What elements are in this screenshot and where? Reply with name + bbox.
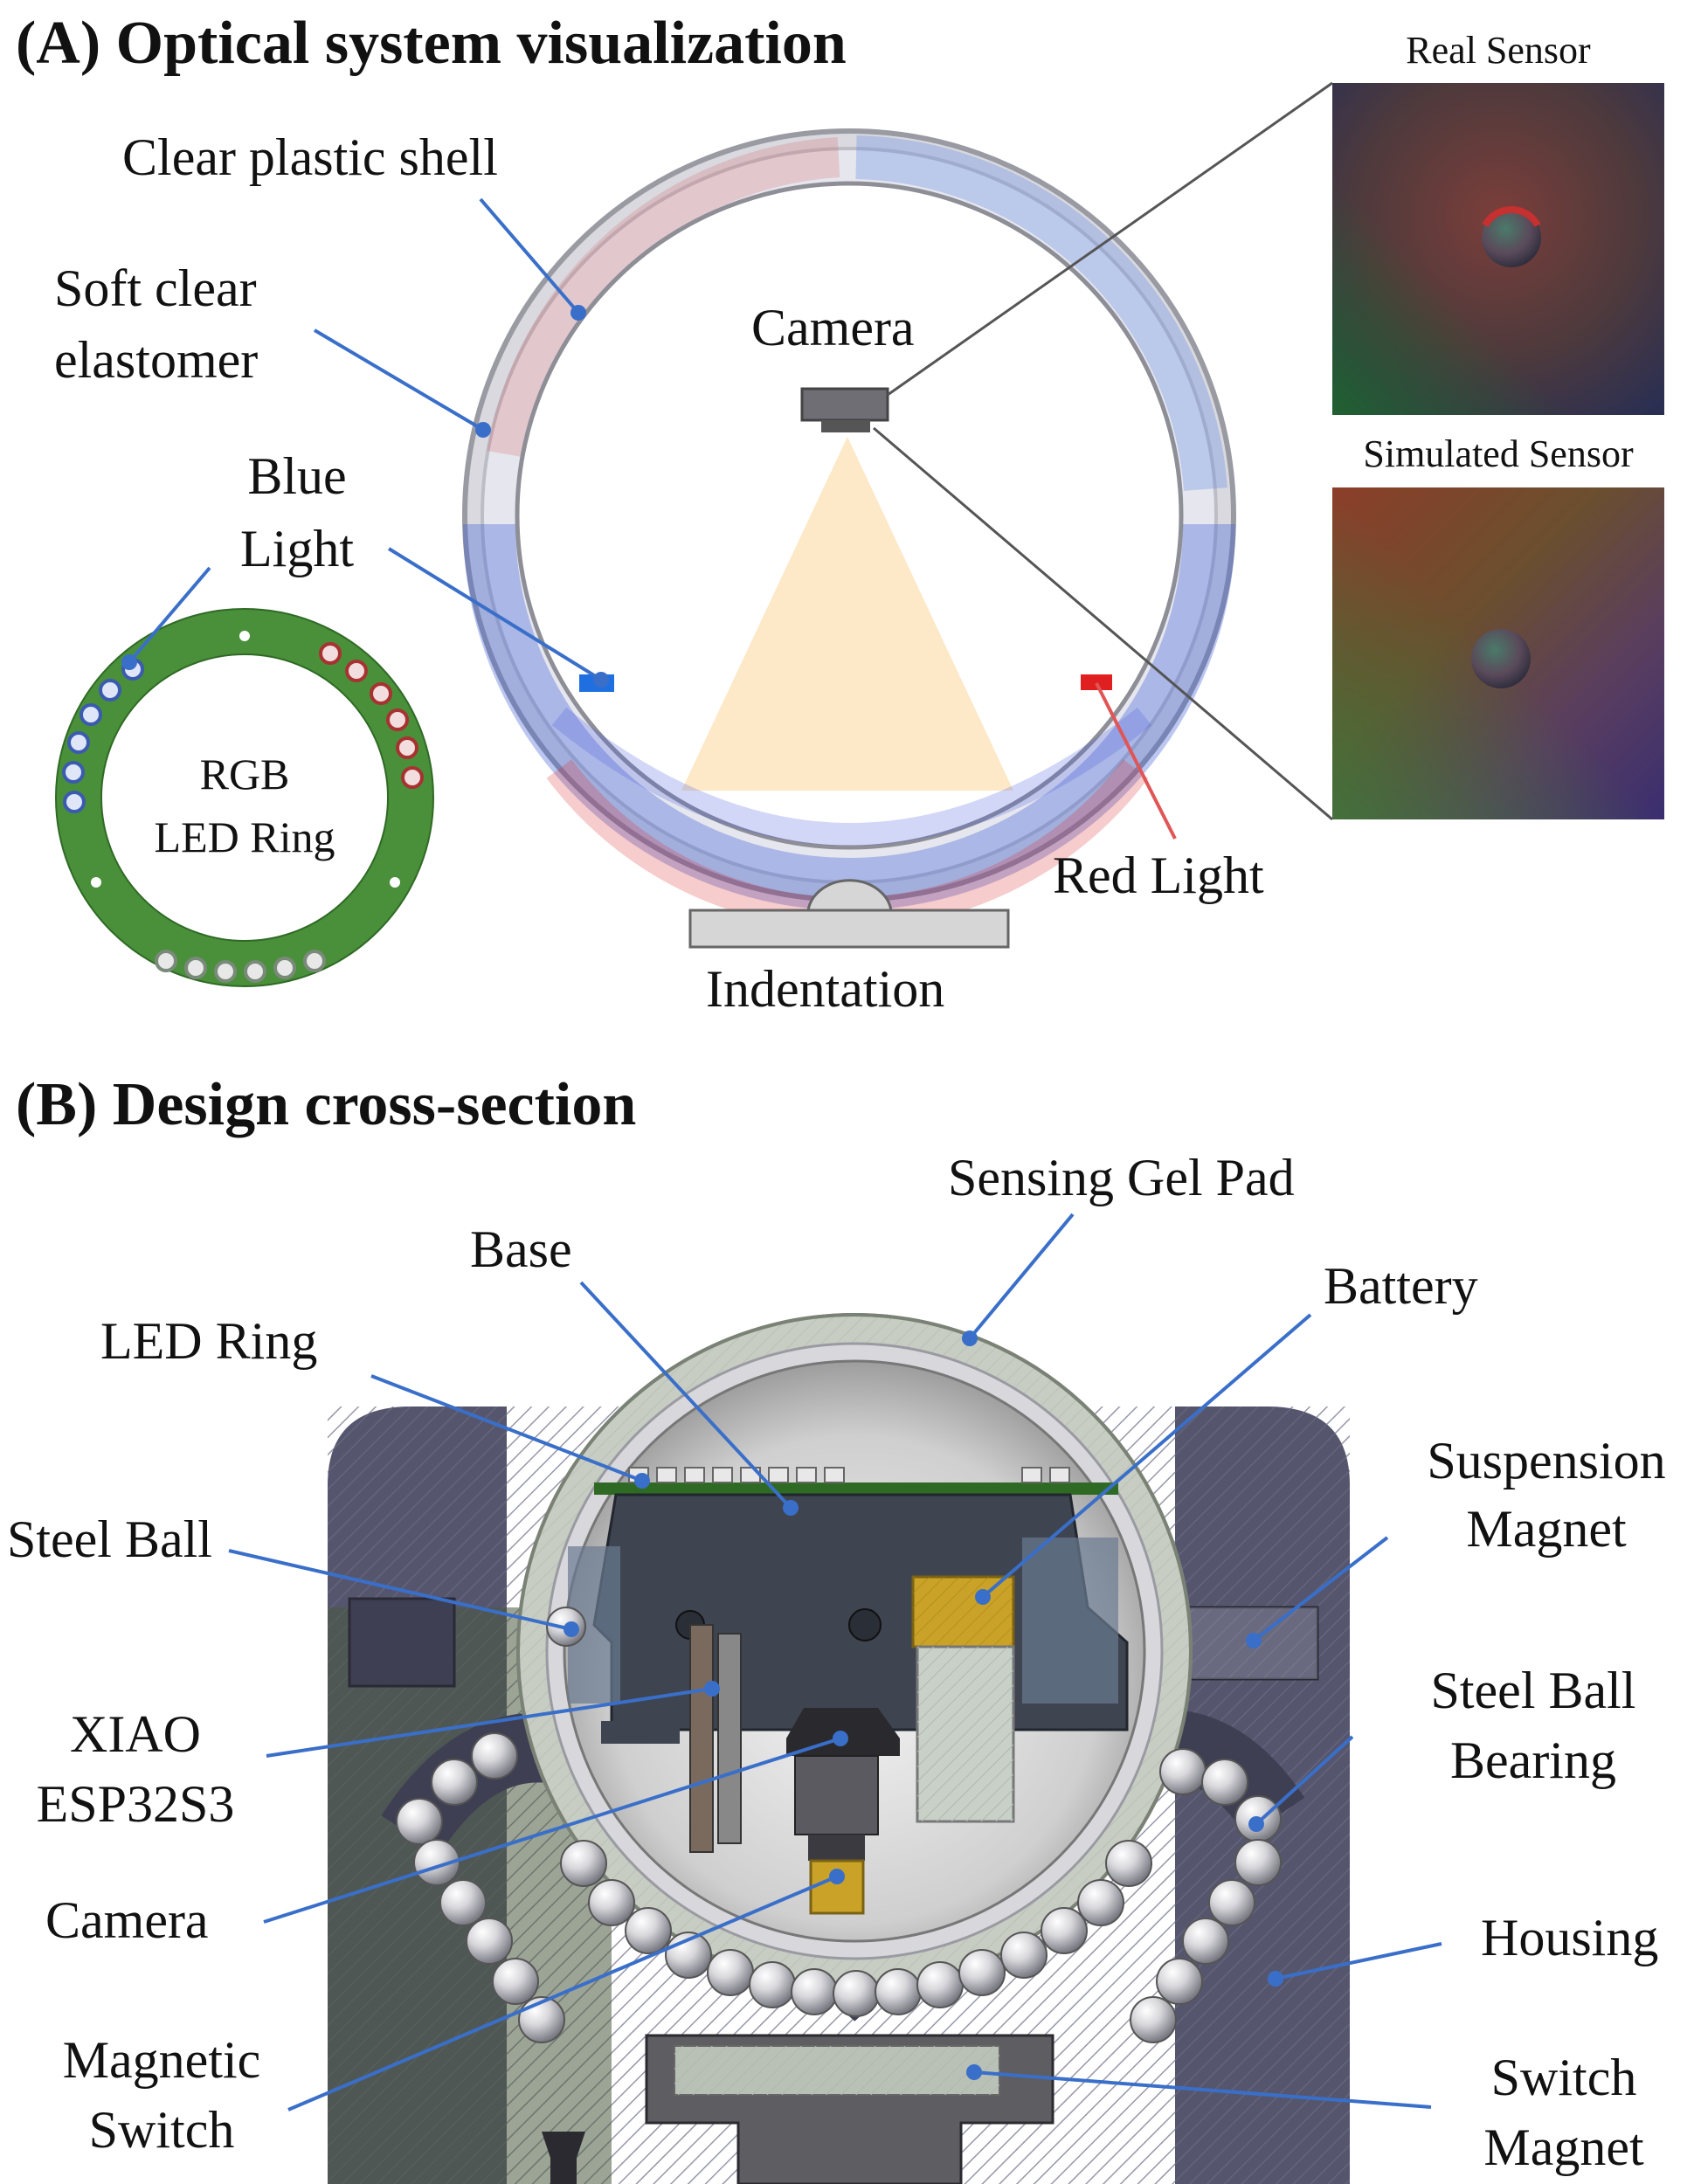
label-switch-magnet-line1: Switch [1490,2049,1637,2106]
label-rgb-ring-line2: LED Ring [154,812,335,861]
label-led-ring: LED Ring [100,1312,318,1370]
switch-magnet-pocket [542,2034,1054,2184]
label-magnetic-switch-line1: Magnetic [62,2031,261,2089]
panel-b-leader-lines [228,1213,1442,2111]
label-base: Base [470,1220,572,1278]
label-xiao-line1: XIAO [70,1705,201,1763]
label-rgb-ring-line1: RGB [199,750,290,798]
label-housing: Housing [1481,1909,1659,1966]
label-camera-a: Camera [751,299,915,356]
real-sensor-image [1332,83,1664,415]
label-xiao-line2: ESP32S3 [36,1775,235,1833]
steel-ball-bearing [396,1732,1282,2043]
camera-body [800,387,889,422]
label-blue-light-line2: Light [240,520,354,577]
label-soft-elastomer-line2: elastomer [54,331,259,389]
dome-assembly [516,1313,1193,1989]
red-light-source [1081,674,1112,690]
label-steel-ball-bearing-line1: Steel Ball [1430,1662,1636,1719]
label-simulated-sensor: Simulated Sensor [1363,432,1634,475]
label-clear-plastic-shell: Clear plastic shell [122,128,498,186]
label-steel-ball-bearing-line2: Bearing [1450,1731,1616,1789]
label-soft-elastomer-line1: Soft clear [54,259,257,317]
panel-b-leader-dots [564,1330,1283,2080]
label-magnetic-switch-line2: Switch [88,2101,235,2159]
panel-a-leader-lines [128,197,603,681]
label-steel-ball: Steel Ball [7,1510,212,1568]
indentation-block [688,879,1010,949]
panel-b-title: (B) Design cross-section [16,1071,637,1138]
simulated-sensor-image [1332,487,1664,819]
label-switch-magnet-line2: Magnet [1483,2118,1644,2176]
label-camera-b: Camera [45,1891,209,1949]
label-red-light: Red Light [1053,847,1264,904]
label-indentation: Indentation [706,960,945,1018]
label-suspension-magnet-line1: Suspension [1427,1432,1666,1489]
label-blue-light-line1: Blue [247,447,347,505]
panel-a-title: (A) Optical system visualization [16,10,847,77]
label-sensing-gel-pad: Sensing Gel Pad [948,1149,1295,1206]
label-real-sensor: Real Sensor [1406,29,1591,72]
optical-sphere [462,128,1236,930]
label-suspension-magnet-line2: Magnet [1466,1500,1627,1558]
camera-cone [681,437,1013,791]
label-battery: Battery [1324,1257,1478,1315]
